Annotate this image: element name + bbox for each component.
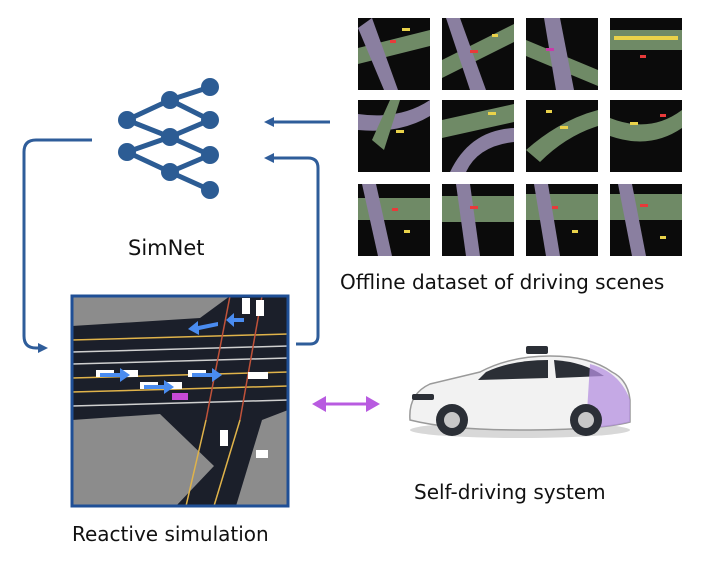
scene-thumbnail bbox=[442, 18, 514, 90]
scene-thumbnail bbox=[358, 184, 430, 256]
scene-thumbnail bbox=[610, 100, 682, 172]
driving-scenes-grid bbox=[358, 18, 682, 256]
self-driving-system-label: Self-driving system bbox=[414, 480, 606, 504]
self-driving-car-image bbox=[409, 346, 631, 438]
simulation-to-simnet-arrow bbox=[264, 153, 320, 346]
scene-thumbnail bbox=[610, 18, 682, 90]
scene-thumbnail bbox=[442, 100, 514, 172]
scene-thumbnail bbox=[442, 184, 514, 256]
scene-thumbnail bbox=[358, 18, 430, 90]
scene-thumbnail bbox=[526, 184, 598, 256]
scene-thumbnail bbox=[358, 100, 430, 172]
reactive-simulation-view bbox=[70, 294, 290, 508]
simnet-to-simulation-arrow bbox=[22, 138, 92, 353]
scene-thumbnail bbox=[526, 18, 598, 90]
scene-thumbnail bbox=[526, 100, 598, 172]
neural-network-icon bbox=[118, 78, 219, 199]
simnet-label: SimNet bbox=[128, 236, 205, 260]
reactive-simulation-label: Reactive simulation bbox=[72, 522, 269, 546]
offline-dataset-label: Offline dataset of driving scenes bbox=[340, 270, 665, 294]
bidirectional-arrow bbox=[312, 396, 380, 412]
scene-thumbnail bbox=[610, 184, 682, 256]
